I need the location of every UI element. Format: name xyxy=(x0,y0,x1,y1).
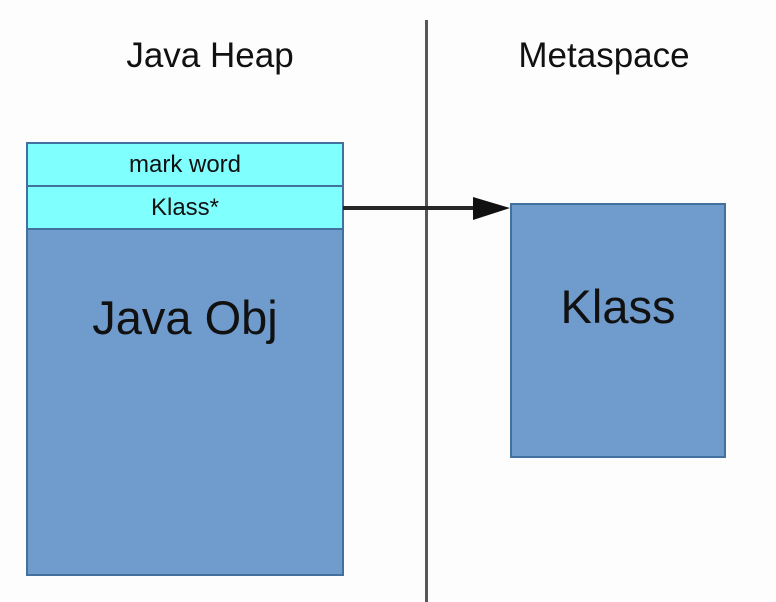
klass-object-box: Klass xyxy=(510,203,726,458)
region-title-java-heap: Java Heap xyxy=(126,36,294,75)
region-title-metaspace: Metaspace xyxy=(518,36,690,75)
klass-pointer-label: Klass* xyxy=(150,193,220,221)
java-object-label: Java Obj xyxy=(92,291,278,344)
klass-pointer-cell: Klass* xyxy=(28,187,342,230)
arrow-head-icon xyxy=(473,197,510,220)
java-object-box: mark word Klass* Java Obj xyxy=(26,142,344,576)
mark-word-label: mark word xyxy=(128,150,242,178)
mark-word-cell: mark word xyxy=(28,144,342,187)
klass-pointer-arrow xyxy=(343,197,510,220)
java-object-body: Java Obj xyxy=(28,230,342,574)
klass-object-label: Klass xyxy=(560,280,676,333)
region-divider xyxy=(425,20,428,602)
